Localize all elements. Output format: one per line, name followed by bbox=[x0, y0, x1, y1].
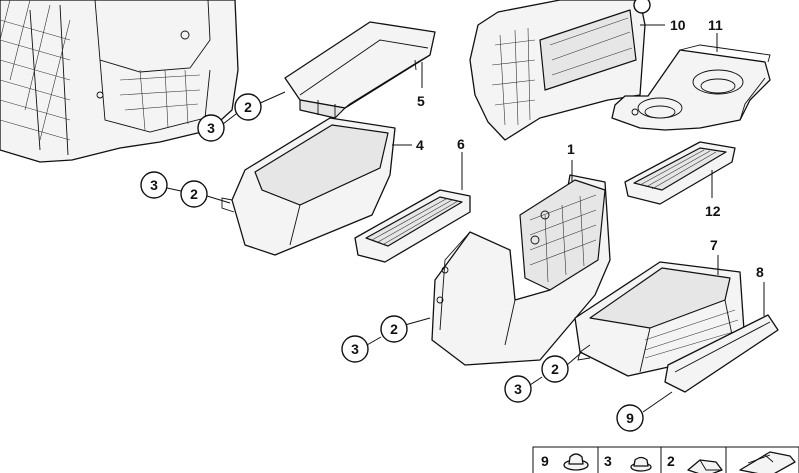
clip-9-icon bbox=[563, 453, 589, 471]
legend-3: 3 bbox=[604, 453, 612, 469]
view-symbol-icon bbox=[739, 451, 796, 473]
part-11-cup-holder bbox=[611, 44, 771, 131]
part-1-console-body bbox=[431, 174, 611, 366]
svg-text:3: 3 bbox=[351, 341, 359, 357]
svg-text:9: 9 bbox=[626, 410, 634, 426]
console-frame-part bbox=[0, 0, 239, 163]
label-5: 5 bbox=[417, 93, 425, 109]
part-8-trim-strip bbox=[664, 314, 779, 393]
callout-2-a: 2 bbox=[234, 93, 262, 121]
label-6: 6 bbox=[457, 136, 465, 152]
svg-text:2: 2 bbox=[551, 361, 559, 377]
part-4-storage-tray bbox=[221, 117, 396, 256]
callout-2-d: 2 bbox=[541, 355, 569, 383]
svg-text:3: 3 bbox=[150, 177, 158, 193]
label-12: 12 bbox=[705, 203, 721, 219]
part-5-lid-panel bbox=[284, 21, 436, 120]
legend-9: 9 bbox=[541, 453, 549, 469]
svg-text:2: 2 bbox=[244, 99, 252, 115]
nut-2-icon bbox=[687, 459, 723, 473]
callout-3-c: 3 bbox=[341, 335, 369, 363]
label-11: 11 bbox=[708, 17, 723, 33]
svg-text:2: 2 bbox=[390, 321, 398, 337]
fastener-legend: 9 3 2 bbox=[532, 446, 799, 473]
clip-3-icon bbox=[630, 456, 652, 472]
part-10-rear-frame bbox=[469, 0, 651, 141]
svg-text:3: 3 bbox=[207, 120, 215, 136]
svg-text:2: 2 bbox=[190, 186, 198, 202]
callout-3-d: 3 bbox=[504, 375, 532, 403]
callout-9: 9 bbox=[616, 404, 644, 432]
label-1: 1 bbox=[567, 141, 575, 157]
label-4: 4 bbox=[416, 137, 424, 153]
svg-text:3: 3 bbox=[514, 381, 522, 397]
part-6-mat bbox=[354, 189, 471, 263]
callout-3-a: 3 bbox=[197, 114, 225, 142]
label-10: 10 bbox=[670, 17, 686, 33]
label-7: 7 bbox=[710, 237, 718, 253]
label-8: 8 bbox=[756, 264, 764, 280]
legend-2: 2 bbox=[667, 453, 675, 469]
part-12-mat bbox=[624, 141, 736, 205]
callout-2-b: 2 bbox=[180, 180, 208, 208]
callout-3-b: 3 bbox=[140, 171, 168, 199]
callout-2-c: 2 bbox=[380, 315, 408, 343]
